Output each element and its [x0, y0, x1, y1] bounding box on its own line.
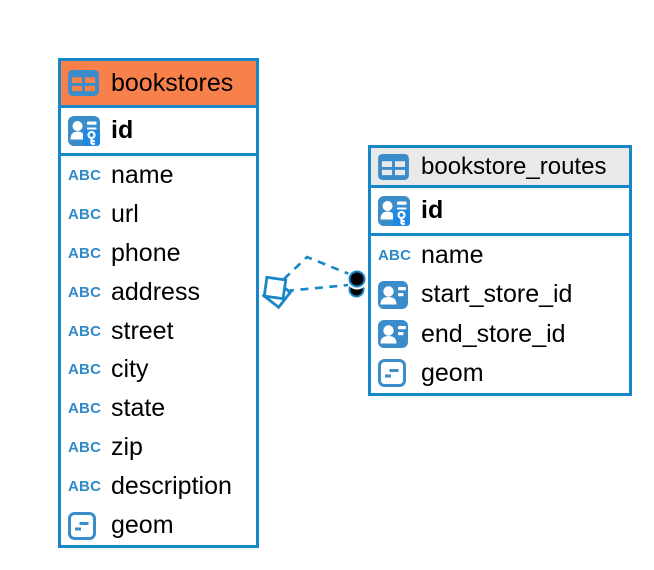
dashed-line-lower: [285, 283, 349, 293]
column-row-id[interactable]: id: [371, 188, 629, 236]
text-type-icon: ABC: [68, 244, 102, 262]
column-row-name[interactable]: ABC name: [371, 236, 629, 275]
column-name: name: [111, 160, 174, 189]
table-header-bookstore-routes[interactable]: bookstore_routes: [371, 148, 629, 188]
column-row-url[interactable]: ABC url: [61, 195, 256, 234]
column-name: id: [111, 116, 134, 144]
table-header-bookstores[interactable]: bookstores: [61, 61, 256, 108]
column-row-city[interactable]: ABC city: [61, 351, 256, 390]
column-row-geom[interactable]: geom: [61, 506, 256, 545]
column-name: name: [421, 241, 484, 270]
column-name: city: [111, 355, 149, 384]
table-name: bookstores: [111, 68, 234, 97]
table-bookstore-routes[interactable]: bookstore_routes id ABC name start_store…: [368, 145, 632, 396]
column-name: zip: [111, 433, 143, 462]
diamond-marker[interactable]: [261, 275, 293, 310]
text-type-icon: ABC: [378, 247, 412, 265]
text-type-icon: ABC: [68, 205, 102, 223]
column-name: description: [111, 472, 232, 501]
table-icon: [378, 151, 412, 183]
column-name: phone: [111, 238, 181, 267]
text-type-icon: ABC: [68, 361, 102, 379]
column-row-address[interactable]: ABC address: [61, 273, 256, 312]
column-row-description[interactable]: ABC description: [61, 467, 256, 506]
column-name: state: [111, 394, 166, 423]
column-name: url: [111, 199, 139, 228]
geometry-type-icon: [378, 357, 412, 389]
column-row-street[interactable]: ABC street: [61, 312, 256, 351]
dot-marker-top: [348, 270, 366, 288]
text-type-icon: ABC: [68, 322, 102, 340]
column-name: start_store_id: [421, 280, 573, 309]
text-type-icon: ABC: [68, 166, 102, 184]
table-icon: [68, 67, 102, 99]
primary-key-icon: [378, 195, 412, 227]
column-row-geom[interactable]: geom: [371, 354, 629, 393]
geometry-type-icon: [68, 510, 102, 542]
column-name: id: [421, 196, 444, 224]
column-name: address: [111, 277, 200, 306]
column-row-state[interactable]: ABC state: [61, 389, 256, 428]
text-type-icon: ABC: [68, 283, 102, 301]
column-row-end-store-id[interactable]: end_store_id: [371, 315, 629, 354]
column-row-zip[interactable]: ABC zip: [61, 428, 256, 467]
column-row-id[interactable]: id: [61, 108, 256, 156]
column-name: end_store_id: [421, 319, 566, 348]
dashed-line-upper: [283, 255, 350, 280]
foreign-key-icon: [378, 318, 412, 350]
text-type-icon: ABC: [68, 439, 102, 457]
dot-markers[interactable]: [346, 268, 368, 298]
table-bookstores[interactable]: bookstores id ABC name ABC url ABC phone…: [58, 58, 259, 548]
column-name: street: [111, 316, 174, 345]
column-row-name[interactable]: ABC name: [61, 156, 256, 195]
column-row-start-store-id[interactable]: start_store_id: [371, 275, 629, 314]
column-row-phone[interactable]: ABC phone: [61, 234, 256, 273]
foreign-key-icon: [378, 279, 412, 311]
relationship-lines[interactable]: [283, 255, 350, 293]
table-name: bookstore_routes: [421, 152, 607, 180]
primary-key-icon: [68, 115, 102, 147]
text-type-icon: ABC: [68, 478, 102, 496]
column-name: geom: [111, 511, 174, 540]
text-type-icon: ABC: [68, 400, 102, 418]
column-name: geom: [421, 358, 484, 387]
